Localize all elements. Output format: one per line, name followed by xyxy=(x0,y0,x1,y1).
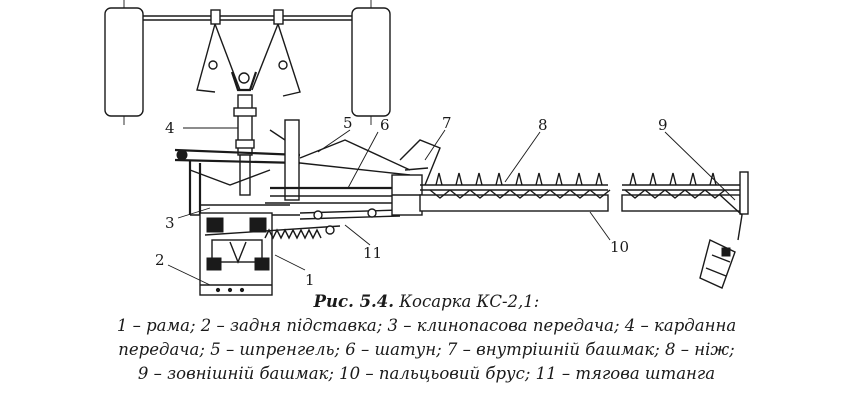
tractor-wheels xyxy=(104,0,391,125)
label-1: 1 xyxy=(305,271,315,289)
cardan-drive xyxy=(233,94,257,196)
caption-line-1: 1 – рама; 2 – задня підставка; 3 – клино… xyxy=(116,316,737,335)
traction-rod xyxy=(204,208,401,240)
figure-title: Косарка КС-2,1: xyxy=(399,292,540,311)
label-11: 11 xyxy=(363,244,382,262)
figure-caption: Рис. 5.4. Косарка КС-2,1: 1 – рама; 2 – … xyxy=(0,290,853,386)
label-5: 5 xyxy=(343,114,353,132)
brace-and-conrod xyxy=(265,139,411,204)
label-3: 3 xyxy=(165,214,175,232)
label-8: 8 xyxy=(538,116,548,134)
figure-number: Рис. 5.4. xyxy=(313,292,395,311)
hitch-links xyxy=(196,9,301,97)
rear-support xyxy=(199,212,273,296)
caption-line-3: 9 – зовнішній башмак; 10 – пальцьовий бр… xyxy=(137,364,716,383)
label-4: 4 xyxy=(165,119,175,137)
leader-lines xyxy=(167,127,736,286)
finger-bar-left xyxy=(419,172,611,212)
label-6: 6 xyxy=(380,116,390,134)
mower-diagram: 4 5 6 7 8 9 3 2 1 11 10 xyxy=(104,0,749,296)
label-9: 9 xyxy=(658,116,668,134)
main-frame xyxy=(174,119,301,216)
label-2: 2 xyxy=(155,251,165,269)
outer-shoe xyxy=(699,171,749,289)
label-10: 10 xyxy=(610,238,629,256)
finger-bar-right xyxy=(621,172,741,212)
label-7: 7 xyxy=(442,114,452,132)
inner-shoe xyxy=(391,139,441,216)
caption-line-2: передача; 5 – шпренгель; 6 – шатун; 7 – … xyxy=(118,340,735,359)
caption-title: Рис. 5.4. Косарка КС-2,1: xyxy=(0,290,853,314)
